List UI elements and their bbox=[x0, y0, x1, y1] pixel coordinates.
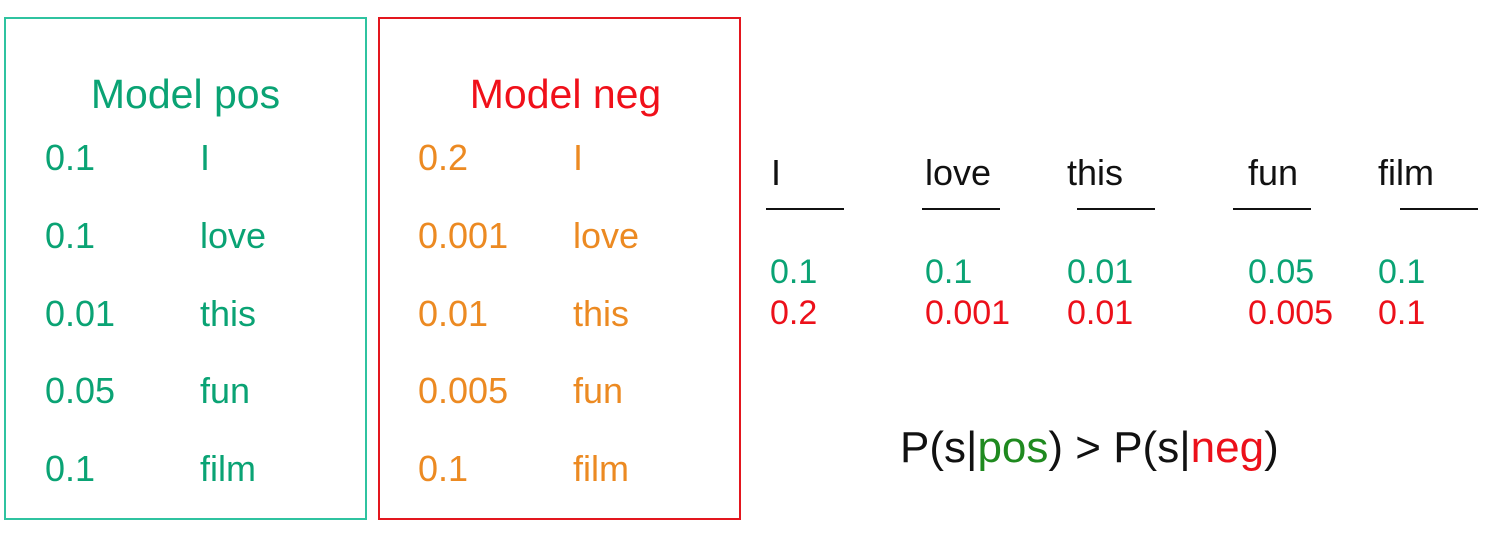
pos-prob: 0.05 bbox=[1248, 253, 1315, 291]
word-underline bbox=[1400, 208, 1478, 210]
formula-left-suffix: ) bbox=[1048, 423, 1064, 472]
neg-prob: 0.2 bbox=[770, 294, 818, 332]
comparison-formula: P(s|pos) > P(s|neg) bbox=[900, 420, 1279, 476]
model-neg-row: 0.1 film bbox=[380, 446, 739, 492]
model-neg-prob: 0.2 bbox=[418, 137, 469, 178]
model-neg-title: Model neg bbox=[469, 71, 662, 117]
model-neg-word: film bbox=[573, 448, 629, 489]
model-neg-row: 0.01 this bbox=[380, 291, 739, 337]
model-pos-row: 0.1 love bbox=[6, 213, 365, 259]
model-neg-word: fun bbox=[573, 370, 624, 411]
model-neg-word: I bbox=[573, 137, 584, 178]
model-pos-word: love bbox=[200, 215, 267, 256]
model-pos-prob: 0.1 bbox=[45, 215, 96, 256]
neg-prob: 0.1 bbox=[1378, 294, 1426, 332]
sentence-word: love bbox=[925, 152, 992, 193]
model-pos-word: this bbox=[200, 293, 257, 334]
sentence-column: this 0.01 0.01 bbox=[1067, 150, 1187, 332]
neg-prob: 0.005 bbox=[1248, 294, 1334, 332]
pos-prob: 0.01 bbox=[1067, 253, 1134, 291]
word-underline bbox=[1233, 208, 1311, 210]
model-pos-word: I bbox=[200, 137, 211, 178]
model-pos-prob: 0.1 bbox=[45, 448, 96, 489]
model-pos-prob: 0.01 bbox=[45, 293, 116, 334]
model-pos-row: 0.01 this bbox=[6, 291, 365, 337]
neg-prob: 0.001 bbox=[925, 294, 1011, 332]
model-neg-row: 0.005 fun bbox=[380, 368, 739, 414]
model-neg-prob: 0.1 bbox=[418, 448, 469, 489]
formula-right-prefix: P(s| bbox=[1113, 423, 1191, 472]
pos-prob: 0.1 bbox=[1378, 253, 1426, 291]
word-underline bbox=[766, 208, 844, 210]
sentence-word: film bbox=[1378, 152, 1434, 193]
sentence-column: love 0.1 0.001 bbox=[922, 150, 1045, 332]
model-pos-row: 0.05 fun bbox=[6, 368, 365, 414]
word-underline bbox=[922, 208, 1000, 210]
neg-prob: 0.01 bbox=[1067, 294, 1134, 332]
formula-left-prefix: P(s| bbox=[900, 423, 978, 472]
model-neg-word: this bbox=[573, 293, 630, 334]
model-neg-word: love bbox=[573, 215, 640, 256]
formula-right-suffix: ) bbox=[1264, 423, 1279, 472]
model-pos-row: 0.1 film bbox=[6, 446, 365, 492]
sentence-word: I bbox=[771, 152, 782, 193]
sentence-word: this bbox=[1067, 152, 1124, 193]
model-pos-word: film bbox=[200, 448, 256, 489]
model-pos-prob: 0.05 bbox=[45, 370, 116, 411]
model-pos-panel: Model pos 0.1 I 0.1 love 0.01 this 0.05 … bbox=[4, 17, 367, 520]
formula-neg-class: neg bbox=[1190, 423, 1265, 472]
model-pos-title: Model pos bbox=[90, 71, 281, 117]
formula-operator: > bbox=[1063, 423, 1114, 472]
model-neg-row: 0.001 love bbox=[380, 213, 739, 259]
sentence-column: I 0.1 0.2 bbox=[766, 150, 888, 332]
model-pos-word: fun bbox=[200, 370, 251, 411]
model-pos-row: 0.1 I bbox=[6, 135, 365, 181]
model-neg-prob: 0.001 bbox=[418, 215, 509, 256]
model-neg-row: 0.2 I bbox=[380, 135, 739, 181]
pos-prob: 0.1 bbox=[770, 253, 818, 291]
model-neg-prob: 0.01 bbox=[418, 293, 489, 334]
sentence-word: fun bbox=[1248, 152, 1299, 193]
sentence-column: film 0.1 0.1 bbox=[1378, 150, 1496, 332]
pos-prob: 0.1 bbox=[925, 253, 973, 291]
model-neg-prob: 0.005 bbox=[418, 370, 509, 411]
word-underline bbox=[1077, 208, 1155, 210]
sentence-column: fun 0.05 0.005 bbox=[1233, 150, 1368, 332]
formula-pos-class: pos bbox=[977, 423, 1049, 472]
model-pos-prob: 0.1 bbox=[45, 137, 96, 178]
model-neg-panel: Model neg 0.2 I 0.001 love 0.01 this 0.0… bbox=[378, 17, 741, 520]
